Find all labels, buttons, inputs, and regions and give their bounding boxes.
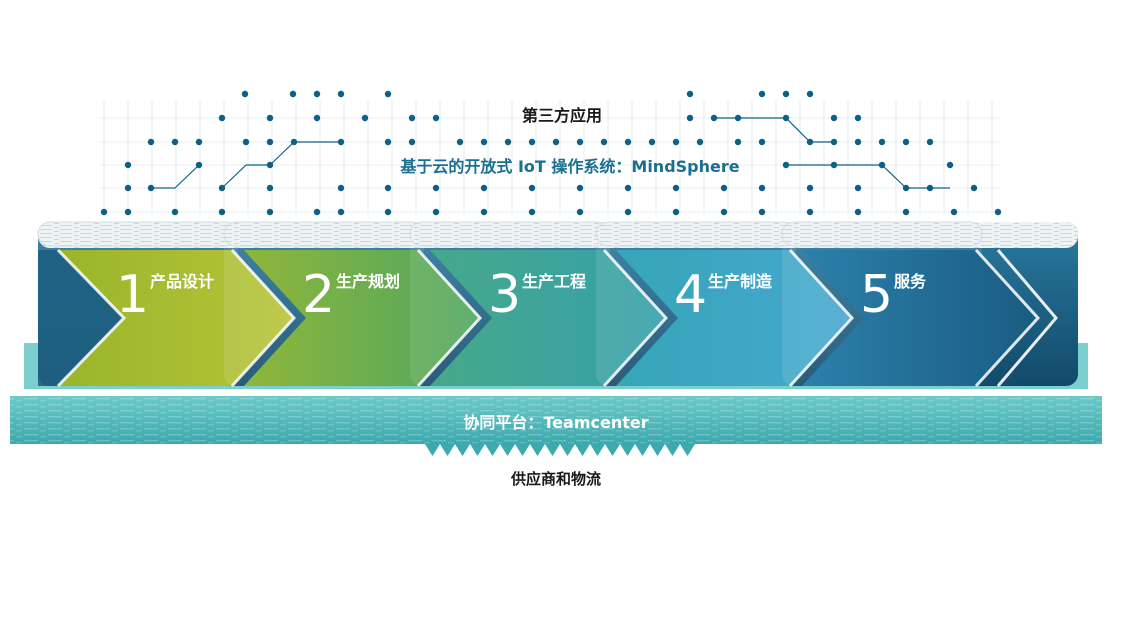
stage-number: 2 [302, 265, 335, 325]
stage-card-top [409, 221, 611, 247]
stage-chevron [58, 250, 294, 386]
platform-teeth [425, 444, 695, 456]
stage-card-top [595, 221, 797, 247]
iot-os-label: 基于云的开放式 IoT 操作系统：MindSphere [399, 157, 739, 176]
tray-start-chevron [56, 248, 127, 388]
stage-label: 服务 [894, 272, 927, 291]
stage-chevron [616, 250, 852, 386]
stage-chevron-edge [416, 248, 483, 388]
stage-chevron [802, 250, 1038, 386]
stage-number: 4 [674, 265, 707, 325]
dot-network-background [100, 90, 1002, 216]
stage-chevron [430, 250, 666, 386]
stage-label: 产品设计 [150, 272, 214, 291]
platform-texture [10, 396, 1102, 444]
stage-label: 生产制造 [708, 272, 773, 291]
stage-number: 5 [860, 265, 893, 325]
suppliers-logistics-label: 供应商和物流 [510, 470, 601, 488]
stage-label: 生产工程 [522, 272, 586, 291]
stage-chevron-edge [230, 248, 297, 388]
stage-chevron-edge [974, 248, 1041, 388]
dot-connector-lines [151, 117, 950, 189]
stage-card-top [781, 221, 983, 247]
tray-start-notch [38, 250, 124, 386]
stage-card-top [37, 221, 239, 247]
stage-number: 3 [488, 265, 521, 325]
collab-platform-label: 协同平台：Teamcenter [463, 413, 648, 432]
tray-end-chevron [996, 249, 1058, 387]
dot-points [100, 90, 1002, 216]
third-party-apps-label: 第三方应用 [522, 106, 602, 125]
stage-chevron-edge [602, 248, 669, 388]
stage-chevron-edge [788, 248, 855, 388]
stage-label: 生产规划 [336, 272, 400, 291]
stage-chevron [244, 250, 480, 386]
stage-card-top [223, 221, 425, 247]
